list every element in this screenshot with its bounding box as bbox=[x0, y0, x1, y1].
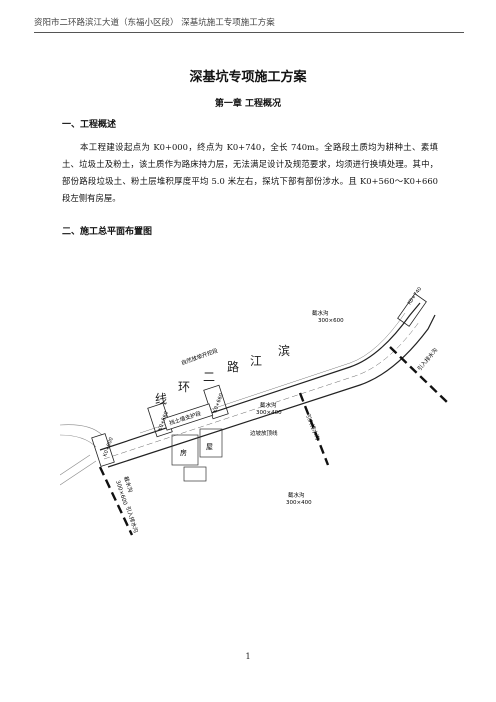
k-start-label: K0+000 bbox=[102, 437, 115, 458]
house-label-1: 房 bbox=[180, 448, 187, 457]
road-edge-lower bbox=[107, 314, 436, 468]
header-text: 资阳市二环路滨江大道（东福小区段） 深基坑施工专项施工方案 bbox=[34, 18, 275, 28]
house-block-3 bbox=[183, 466, 207, 482]
drain-line-mid bbox=[298, 392, 330, 466]
page-number: 1 bbox=[245, 652, 251, 661]
drain-mid-label: 引入排水沟 bbox=[304, 413, 322, 442]
section-heading-layout: 二、施工总平面布置图 bbox=[62, 227, 153, 237]
header-rule bbox=[34, 32, 464, 33]
existing-road-line-3 bbox=[60, 454, 91, 476]
page-header: 资阳市二环路滨江大道（东福小区段） 深基坑施工专项施工方案 bbox=[34, 16, 464, 33]
road-char-5: 环 bbox=[178, 380, 190, 394]
road-char-4: 二 bbox=[203, 370, 215, 384]
k660-label: K0+660 bbox=[212, 393, 225, 414]
drain-right-label: 引入排水沟 bbox=[415, 346, 439, 373]
house-block-2 bbox=[199, 428, 223, 458]
road-centerline bbox=[103, 321, 420, 460]
retaining-wall-box bbox=[162, 403, 214, 431]
road-char-3: 路 bbox=[227, 359, 239, 374]
gutter-low-label: 截水沟 bbox=[288, 491, 305, 499]
gutter-top-label: 截水沟 bbox=[312, 309, 329, 317]
road-char-6: 线 bbox=[155, 392, 167, 406]
drain-line-right bbox=[389, 346, 451, 406]
gutter-mid-label: 截水沟 bbox=[260, 401, 277, 409]
road-char-2: 江 bbox=[250, 354, 262, 368]
existing-road-line-1 bbox=[60, 424, 103, 436]
house-block-1 bbox=[171, 434, 199, 466]
gutter-top-size: 300×600 bbox=[318, 318, 344, 324]
site-plan-drawing: 线 环 二 路 江 滨 截水沟 300×600 截水沟 300×400 截水沟 … bbox=[60, 286, 451, 536]
road-edge-upper bbox=[99, 302, 421, 451]
section-heading-overview: 一、工程概述 bbox=[62, 120, 117, 130]
existing-road-line-2 bbox=[60, 434, 97, 448]
slope-protection-label: 自然放坡开挖段 bbox=[180, 346, 219, 367]
house-label-2: 屋 bbox=[206, 443, 213, 451]
gutter-low-size: 300×400 bbox=[286, 500, 312, 506]
end-section-box bbox=[397, 293, 427, 327]
gutter-mid-size: 300×400 bbox=[256, 410, 282, 416]
document-title: 深基坑专项施工方案 bbox=[189, 70, 307, 85]
drain-left-label: 引入排水沟 bbox=[124, 505, 140, 534]
drain-line-left bbox=[98, 466, 134, 536]
excavation-line-label: 边坡放顶线 bbox=[250, 429, 278, 437]
start-section-box bbox=[91, 433, 115, 467]
existing-road-line-4 bbox=[60, 460, 97, 486]
chapter-heading: 第一章 工程概况 bbox=[214, 99, 282, 109]
excavation-top-line bbox=[139, 312, 406, 434]
road-char-1: 滨 bbox=[278, 343, 290, 358]
k740-label: K0+740 bbox=[407, 286, 424, 306]
overview-paragraph: 本工程建设起点为 K0+000，终点为 K0+740，全长 740m。全路段土质… bbox=[62, 142, 438, 203]
